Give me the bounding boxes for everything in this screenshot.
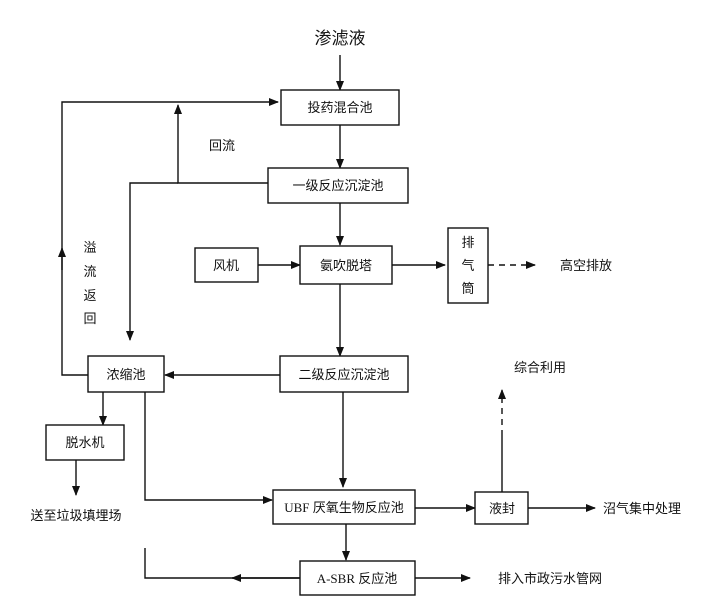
box-thickener [87,355,165,393]
node-high-altitude-discharge: 高空排放 [560,258,612,274]
arrow-primary-to-thickener [126,182,178,341]
box-dosing-mixing-tank [280,89,400,126]
box-ammonia-stripping-tower [299,245,393,285]
node-biogas-processing: 沼气集中处理 [603,501,681,517]
node-dosing-mixing-tank: 投药混合池 [307,100,372,116]
box-dewatering-machine [45,424,125,461]
node-ubf-reactor: UBF 厌氧生物反应池 [284,500,404,515]
node-asbr-reactor: A-SBR 反应池 [317,571,398,586]
box-secondary-settling-tank [279,355,409,393]
box-blower [194,247,259,283]
node-comprehensive-utilization: 综合利用 [514,361,566,376]
arrow-thickener-to-ubf [144,392,273,504]
arrow-overflow-return [61,98,279,376]
diagram-text: 渗滤液 投药混合池 一级反应沉淀池 风机 氨吹脱塔 排 气 筒 高空排放 浓缩池… [30,29,681,587]
node-secondary-settling-tank: 二级反应沉淀池 [298,367,389,383]
node-leachate: 渗滤液 [315,29,366,49]
node-exhaust-stack-char3: 筒 [461,281,474,297]
line-asbr-return [144,548,300,579]
box-water-seal [474,491,529,525]
label-overflow-return-char2: 流 [83,265,96,280]
box-exhaust-stack [447,227,489,304]
node-thickener: 浓缩池 [106,367,145,383]
node-ammonia-stripping-tower: 氨吹脱塔 [320,259,372,274]
label-overflow-return-char4: 回 [83,312,96,327]
node-exhaust-stack-char1: 排 [461,236,474,251]
node-dewatering-machine: 脱水机 [65,436,104,451]
box-asbr-reactor [299,560,416,596]
node-water-seal: 液封 [489,502,515,517]
process-boxes [45,89,529,596]
node-to-landfill: 送至垃圾填埋场 [30,509,121,524]
flow-lines [58,55,596,582]
label-return-flow: 回流 [209,139,235,154]
label-overflow-return-char1: 溢 [83,241,96,256]
box-primary-settling-tank [267,167,409,204]
node-exhaust-stack-char2: 气 [461,258,474,274]
node-blower: 风机 [213,259,239,274]
node-primary-settling-tank: 一级反应沉淀池 [292,178,383,194]
box-ubf-reactor [272,489,416,525]
node-to-sewer: 排入市政污水管网 [498,571,602,587]
label-overflow-return-char3: 返 [83,289,96,304]
